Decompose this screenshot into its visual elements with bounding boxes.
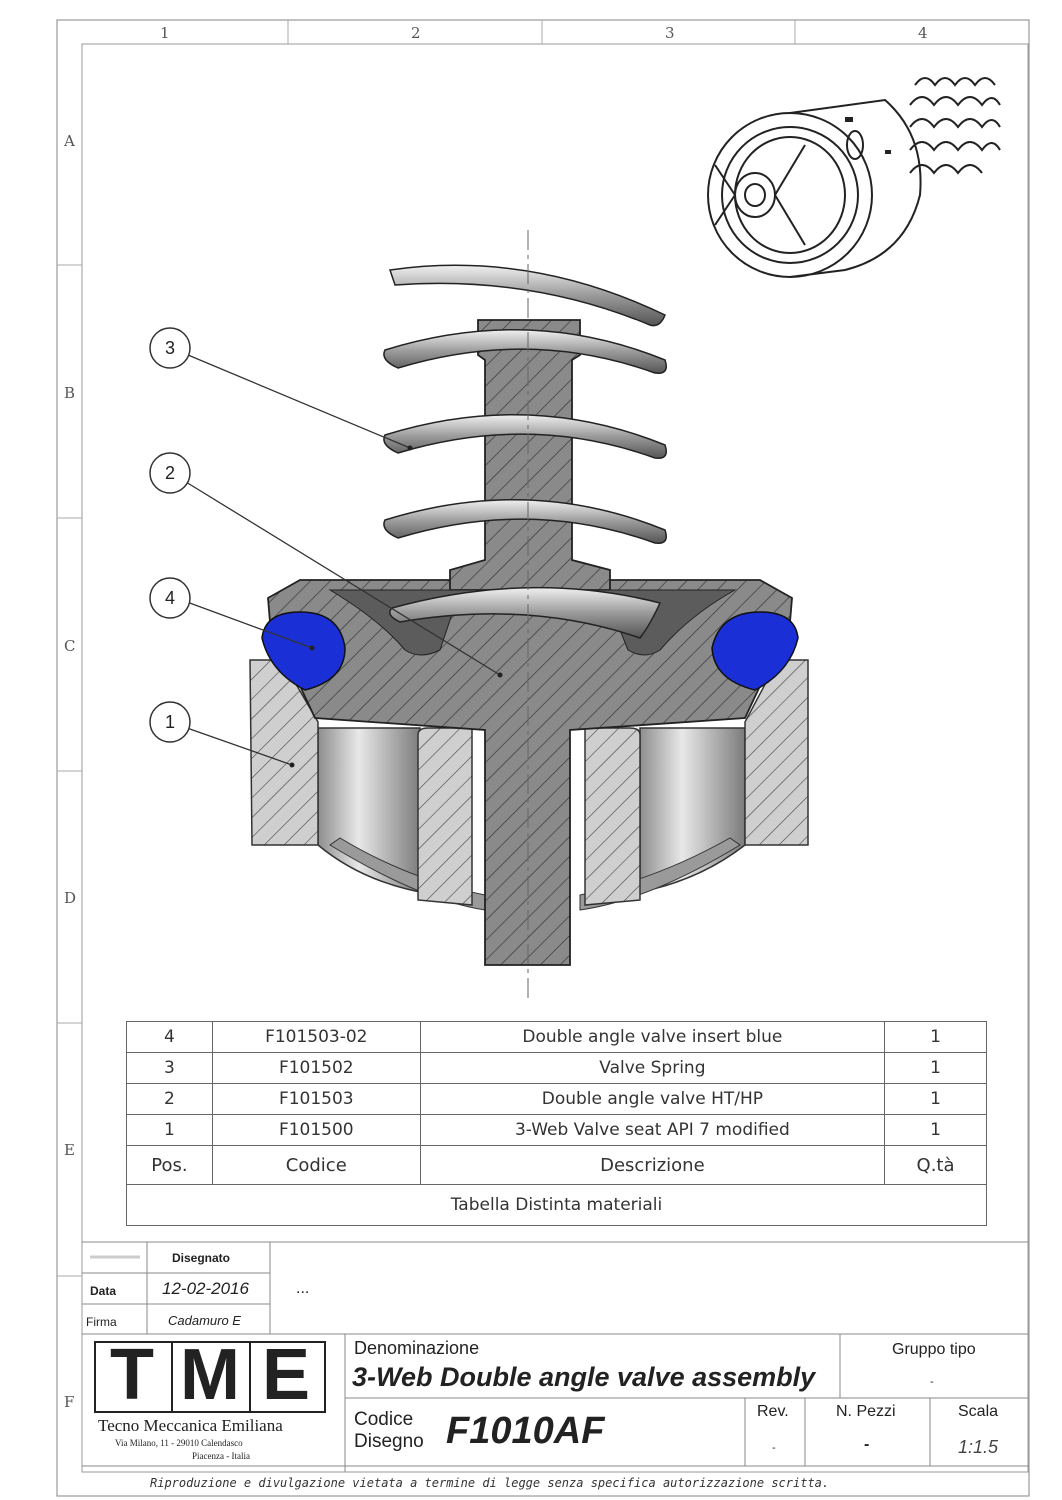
bom-desc: Double angle valve insert blue xyxy=(419,1021,886,1053)
zone-row-b: B xyxy=(64,384,76,402)
bom-table: 4 F101503-02 Double angle valve insert b… xyxy=(126,1021,987,1226)
zone-row-d: D xyxy=(64,889,77,907)
bom-pos: 3 xyxy=(126,1052,213,1084)
rev-value: - xyxy=(772,1442,776,1454)
bom-pos: 1 xyxy=(126,1114,213,1146)
date-value: 12-02-2016 xyxy=(162,1279,249,1298)
bom-header-qty: Q.tà xyxy=(884,1145,987,1185)
balloon-3: 3 xyxy=(165,338,175,358)
logo-letter-t: T xyxy=(110,1335,154,1415)
drawing-title: 3-Web Double angle valve assembly xyxy=(352,1362,816,1392)
data-label: Data xyxy=(90,1284,117,1298)
bom-row: 1 F101500 3-Web Valve seat API 7 modifie… xyxy=(126,1114,987,1146)
drawing-code: F1010AF xyxy=(446,1410,605,1452)
company-city: Piacenza - Italia xyxy=(192,1451,250,1461)
isometric-view xyxy=(707,77,1001,278)
zone-row-a: A xyxy=(64,132,75,150)
bom-qty: 1 xyxy=(884,1114,987,1146)
ellipsis-text: ... xyxy=(296,1280,310,1297)
bom-desc: 3-Web Valve seat API 7 modified xyxy=(419,1114,886,1146)
zone-col-3: 3 xyxy=(665,24,675,42)
bom-caption: Tabella Distinta materiali xyxy=(126,1184,987,1226)
bom-code: F101503-02 xyxy=(211,1021,421,1053)
zone-row-c: C xyxy=(64,637,76,655)
bom-header-desc: Descrizione xyxy=(419,1145,886,1185)
bom-pos: 4 xyxy=(126,1021,213,1053)
scala-value: 1:1.5 xyxy=(958,1437,999,1457)
company-address: Via Milano, 11 - 29010 Calendasco xyxy=(115,1438,243,1448)
bom-code: F101502 xyxy=(211,1052,421,1084)
logo-letter-e: E xyxy=(262,1335,311,1415)
bom-qty: 1 xyxy=(884,1052,987,1084)
bom-row: 4 F101503-02 Double angle valve insert b… xyxy=(126,1021,987,1053)
bom-desc: Double angle valve HT/HP xyxy=(419,1083,886,1115)
company-name: Tecno Meccanica Emiliana xyxy=(98,1416,283,1435)
rev-label: Rev. xyxy=(757,1403,789,1420)
bom-desc: Valve Spring xyxy=(419,1052,886,1084)
bom-header-pos: Pos. xyxy=(126,1145,213,1185)
denominazione-label: Denominazione xyxy=(354,1338,480,1358)
bom-caption-row: Tabella Distinta materiali xyxy=(126,1184,987,1226)
scala-label: Scala xyxy=(958,1403,999,1420)
bom-row: 2 F101503 Double angle valve HT/HP 1 xyxy=(126,1083,987,1115)
logo-letter-m: M xyxy=(180,1335,240,1415)
codice-label: Codice xyxy=(354,1409,414,1430)
bom-qty: 1 xyxy=(884,1021,987,1053)
bom-code: F101500 xyxy=(211,1114,421,1146)
bom-header-row: Pos. Codice Descrizione Q.tà xyxy=(126,1145,987,1185)
copyright-notice: Riproduzione e divulgazione vietata a te… xyxy=(150,1476,830,1490)
balloon-1: 1 xyxy=(165,712,175,732)
bom-row: 3 F101502 Valve Spring 1 xyxy=(126,1052,987,1084)
bom-qty: 1 xyxy=(884,1083,987,1115)
balloon-4: 4 xyxy=(165,588,175,608)
zone-col-2: 2 xyxy=(411,24,421,42)
gruppo-value: - xyxy=(930,1376,934,1388)
balloon-2: 2 xyxy=(165,463,175,483)
zone-row-f: F xyxy=(64,1393,75,1411)
gruppo-label: Gruppo tipo xyxy=(892,1341,976,1358)
bom-code: F101503 xyxy=(211,1083,421,1115)
bom-header-code: Codice xyxy=(211,1145,421,1185)
pezzi-label: N. Pezzi xyxy=(836,1403,896,1420)
zone-col-1: 1 xyxy=(160,24,170,42)
disegnato-label: Disegnato xyxy=(172,1251,231,1265)
zone-col-4: 4 xyxy=(918,24,928,42)
section-view: 3 2 4 1 xyxy=(149,230,809,1000)
pezzi-value: - xyxy=(864,1436,870,1453)
firma-value: Cadamuro E xyxy=(168,1313,241,1328)
firma-label: Firma xyxy=(86,1315,117,1329)
zone-row-e: E xyxy=(64,1141,75,1159)
bom-pos: 2 xyxy=(126,1083,213,1115)
disegno-label: Disegno xyxy=(354,1431,424,1452)
